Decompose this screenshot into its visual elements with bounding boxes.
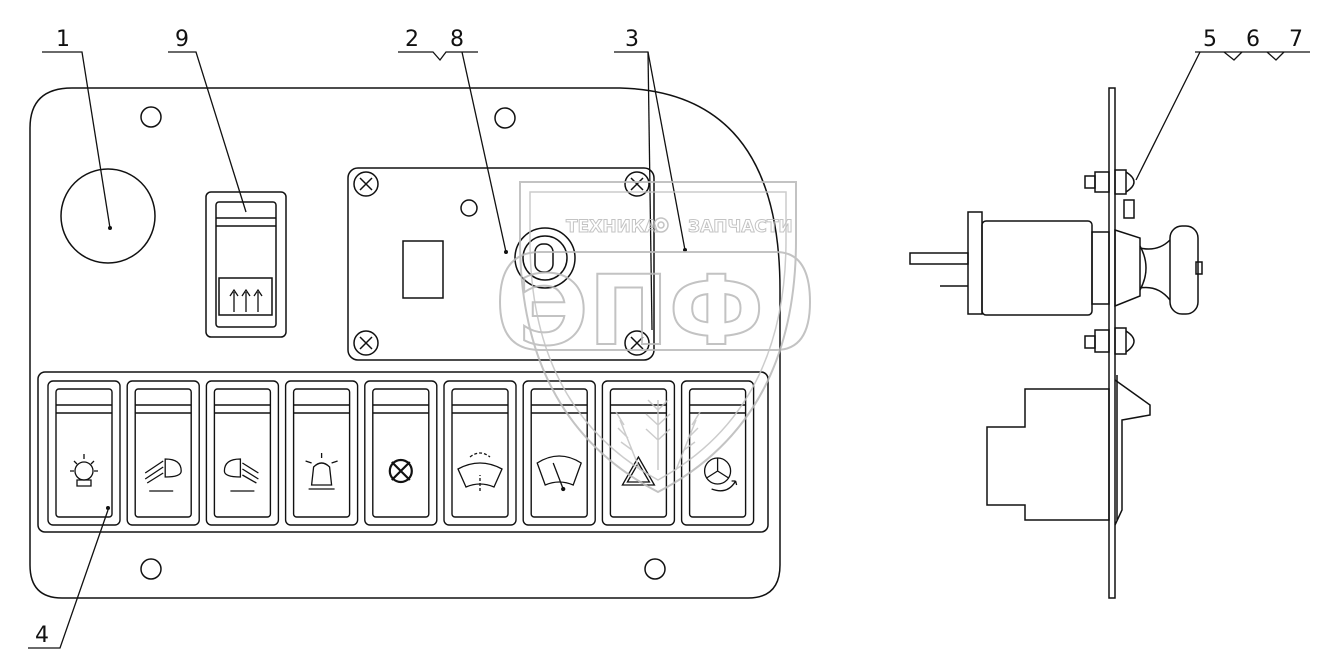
screw-head	[624, 171, 650, 197]
beacon-icon	[305, 453, 338, 490]
panel-plate-side	[1108, 87, 1116, 599]
ignition-cover-plate	[347, 167, 655, 361]
work-light-icon	[70, 454, 98, 487]
side-view-assembly	[909, 87, 1203, 599]
callout-2: 2	[405, 27, 419, 52]
no-defrost-icon	[388, 458, 413, 484]
round-indicator-part-1	[60, 168, 156, 264]
callout-4: 4	[35, 623, 49, 648]
low-beam-icon	[223, 458, 259, 492]
panel-outline	[29, 87, 781, 599]
watermark-band	[498, 251, 812, 351]
watermark-left-word: ТЕХНИКА	[566, 217, 659, 237]
rear-wiper-icon	[536, 455, 582, 492]
watermark-wheat-icon	[615, 399, 701, 471]
rocker-switch-5	[364, 380, 438, 526]
mount-hole	[140, 558, 162, 580]
watermark-big-letters: ЭПФ	[518, 255, 764, 367]
switch-bank-part-4	[47, 380, 755, 526]
watermark-right-word: ЗАПЧАСТИ	[688, 217, 793, 237]
rocker-switch-9	[680, 380, 755, 526]
mount-hole	[460, 199, 478, 217]
heated-window-icon	[229, 288, 263, 312]
rocker-switch-1	[47, 380, 121, 526]
rocker-switch-3	[205, 380, 280, 526]
mount-hole	[644, 558, 666, 580]
rocker-switch-6	[443, 380, 517, 526]
callout-5: 5	[1203, 27, 1217, 52]
watermark-logo: ТЕХНИКА ЗАПЧАСТИ ЭПФ	[498, 181, 812, 494]
callout-8: 8	[450, 27, 464, 52]
rocker-switch-part-9	[205, 191, 287, 338]
screw-head	[353, 330, 379, 356]
rotation-icon	[703, 457, 738, 492]
watermark-gear-icon	[653, 217, 669, 233]
screw-head	[624, 330, 650, 356]
rocker-switch-8	[601, 380, 676, 526]
rocker-switch-2	[126, 380, 200, 526]
callout-6: 6	[1246, 27, 1260, 52]
screw-head	[353, 171, 379, 197]
callout-7: 7	[1289, 27, 1303, 52]
mount-hole	[494, 107, 516, 129]
callout-9: 9	[175, 27, 189, 52]
callout-3: 3	[625, 27, 639, 52]
watermark-shield	[519, 181, 797, 494]
front-wiper-icon	[457, 452, 503, 491]
mount-hole	[140, 106, 162, 128]
switch-bank-frame	[37, 371, 769, 533]
rocker-switch-4	[284, 380, 359, 526]
callout-1: 1	[56, 27, 70, 52]
leader-lines	[28, 51, 1310, 649]
head-light-icon	[144, 458, 182, 492]
